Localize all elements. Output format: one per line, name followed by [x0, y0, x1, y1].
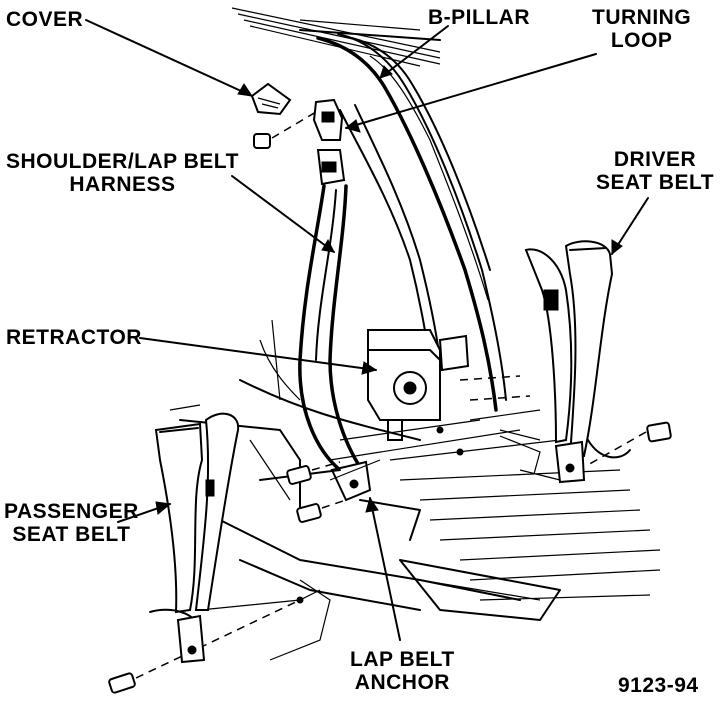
leader-lines	[85, 19, 649, 641]
lap-belt-anchor-label: LAP BELT ANCHOR	[350, 648, 455, 694]
passenger-line-1: PASSENGER	[4, 500, 139, 523]
shoulder-harness-label: SHOULDER/LAP BELT HARNESS	[6, 150, 239, 196]
lap-anchor-line-1: LAP BELT	[350, 648, 455, 671]
lap-anchor-line-2: ANCHOR	[354, 671, 450, 694]
roof-hatching	[231, 7, 441, 67]
driver-line-1: DRIVER	[613, 148, 697, 171]
cover-label: COVER	[6, 8, 83, 31]
retractor-label: RETRACTOR	[6, 326, 142, 349]
turning-loop-line-1: TURNING	[592, 6, 692, 29]
b-pillar-shape	[316, 33, 507, 412]
b-pillar-label: B-PILLAR	[428, 6, 530, 29]
retractor-text: RETRACTOR	[6, 326, 142, 349]
passenger-seat-belt-label: PASSENGER SEAT BELT	[4, 500, 139, 546]
turning-loop-part	[312, 98, 346, 186]
upper-bolt	[253, 111, 317, 149]
driver-belt-part	[499, 240, 672, 484]
shoulder-harness-line-2: HARNESS	[69, 173, 176, 196]
driver-line-2: SEAT BELT	[596, 171, 715, 194]
cover-text: COVER	[6, 8, 84, 31]
floor-bolts	[108, 426, 464, 694]
passenger-line-2: SEAT BELT	[12, 523, 131, 546]
b-pillar-text: B-PILLAR	[428, 6, 530, 29]
figure-id-label: 9123-94	[618, 674, 699, 697]
turning-loop-label: TURNING LOOP	[592, 6, 691, 52]
cover-part	[250, 82, 292, 116]
turning-loop-line-2: LOOP	[610, 29, 673, 52]
shoulder-harness-line-1: SHOULDER/LAP BELT	[6, 150, 239, 173]
belt-harness	[298, 184, 372, 502]
figure-id-text: 9123-94	[618, 674, 699, 697]
passenger-belt-part	[149, 412, 240, 664]
retractor-part	[367, 329, 470, 441]
driver-seat-belt-label: DRIVER SEAT BELT	[596, 148, 714, 194]
